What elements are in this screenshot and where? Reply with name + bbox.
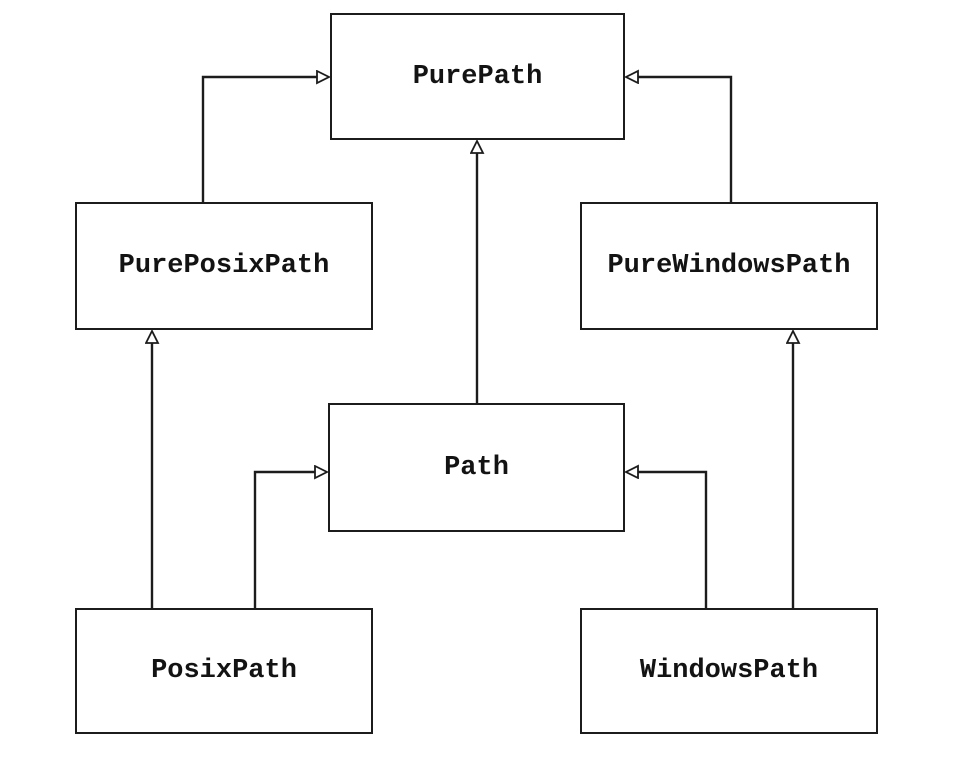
class-box-posixpath: PosixPath — [75, 608, 373, 734]
class-box-pureposixpath: PurePosixPath — [75, 202, 373, 330]
class-box-purepath: PurePath — [330, 13, 625, 140]
class-label-posixpath: PosixPath — [151, 656, 297, 686]
class-label-pureposixpath: PurePosixPath — [118, 251, 330, 281]
edge-purewindowspath-to-purepath — [638, 77, 733, 202]
class-box-windowspath: WindowsPath — [580, 608, 878, 734]
class-label-path: Path — [444, 452, 509, 483]
class-label-windowspath: WindowsPath — [639, 656, 819, 686]
class-label-purewindowspath: PureWindowsPath — [607, 251, 851, 281]
edge-windowspath-to-path — [638, 472, 708, 608]
edge-posixpath-to-path — [253, 472, 315, 608]
edge-pureposixpath-to-purepath — [201, 77, 317, 202]
class-box-path: Path — [328, 403, 625, 532]
class-label-purepath: PurePath — [412, 61, 543, 92]
class-box-purewindowspath: PureWindowsPath — [580, 202, 878, 330]
